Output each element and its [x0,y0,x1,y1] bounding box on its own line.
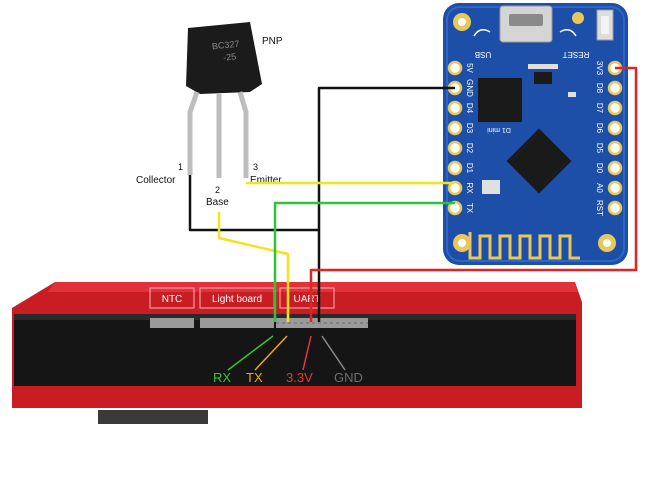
3v3-wire [309,66,638,322]
left-pin-pad [447,60,463,76]
collector-pin-label: Collector [136,175,176,186]
left-pin-label: D3 [465,123,474,134]
reset-label: RESET [563,50,590,59]
right-pin-label: D6 [595,123,604,134]
usb-port-opening [509,14,543,26]
right-pin-pad [607,140,623,156]
left-pin-label: RX [465,182,474,194]
collector-lead [187,91,200,175]
uart-port-frame [279,287,335,309]
mount-hole-top-right [572,12,584,24]
right-pin-pad [607,80,623,96]
left-pin-label: D1 [465,163,474,174]
transistor-leads [187,91,249,178]
3v3-label: 3.3V [286,370,313,385]
meter-top-highlight [48,282,578,292]
right-pin-pad [607,180,623,196]
tx-to-rx-wire [273,201,455,322]
rx-callout [227,335,274,371]
right-pin-label: D0 [595,163,604,174]
collector-pin-number: 1 [178,162,183,172]
mount-hole-bottom-left-center [458,239,466,247]
left-pin-label: D2 [465,143,474,154]
wires [188,66,638,322]
usb-label: USB [475,50,491,59]
transistor-part-number: BC327 [211,39,239,52]
tx-label: TX [246,370,263,385]
voltage-regulator [534,72,552,84]
left-pin-label: D4 [465,103,474,114]
rx-label: RX [213,370,231,385]
crystal [482,180,500,194]
wifi-antenna-trace [468,232,580,260]
meter-screen-edge [14,314,576,320]
reset-button [601,16,609,34]
3v3-callout [302,335,312,371]
signal-labels: RX TX 3.3V GND [213,335,363,385]
left-pin-pad [447,100,463,116]
transistor-part-suffix: -25 [223,51,237,62]
port-labels: NTC Light board UART [149,287,335,309]
uart-port-label: UART [293,294,320,305]
right-pin-label: D5 [595,143,604,154]
uart-connector [276,318,368,328]
light-board-port-label: Light board [212,294,262,305]
ntc-port-frame [149,287,195,309]
gnd-callout [321,335,346,371]
transistor-type-label: PNP [262,36,283,47]
left-pin-label: TX [465,203,474,214]
ntc-connector [150,318,194,328]
smd-resistor [568,92,576,97]
meter-device: NTC Light board UART [12,282,582,424]
base-pin-number: 2 [215,185,220,195]
tx-callout [254,335,288,371]
smd-component [528,64,558,69]
connector-sockets [150,318,368,328]
right-pin-label: 3V3 [595,61,604,76]
light-board-connector [200,318,274,328]
emitter-lead [237,91,249,178]
arrow-right-icon [559,29,577,37]
right-pin-pad [607,100,623,116]
right-pin-pad [607,160,623,176]
gnd-wire [317,86,455,322]
base-to-tx-wire [217,212,290,322]
right-pin-label: D8 [595,83,604,94]
base-pin-label: Base [206,197,229,208]
left-pin-label: 5V [465,63,474,73]
mount-hole-top-left-center [458,18,466,26]
arrow-left-icon [473,29,491,37]
esp8266-chip [506,128,572,194]
transistor-bc327: BC327 -25 PNP 1 Collector 2 Base 3 Emitt… [136,22,283,208]
meter-stand [98,410,208,424]
right-pin-label: A0 [595,183,604,193]
usb-serial-chip [478,78,522,122]
emitter-pin-number: 3 [253,162,258,172]
right-pin-pad [607,200,623,216]
board-chip-label: D1 mini [487,126,511,133]
left-pin-pad [447,140,463,156]
emitter-pin-label: Emitter [250,175,282,186]
left-pin-label: GND [465,79,474,97]
left-pin-pad [447,160,463,176]
transistor-body [186,22,262,94]
right-pin-label: D7 [595,103,604,114]
mount-hole-bottom-right-center [603,239,611,247]
gnd-label: GND [334,370,363,385]
left-pin-pad [447,120,463,136]
right-pin-label: RST [595,200,604,216]
right-pin-pad [607,120,623,136]
ntc-port-label: NTC [162,294,183,305]
